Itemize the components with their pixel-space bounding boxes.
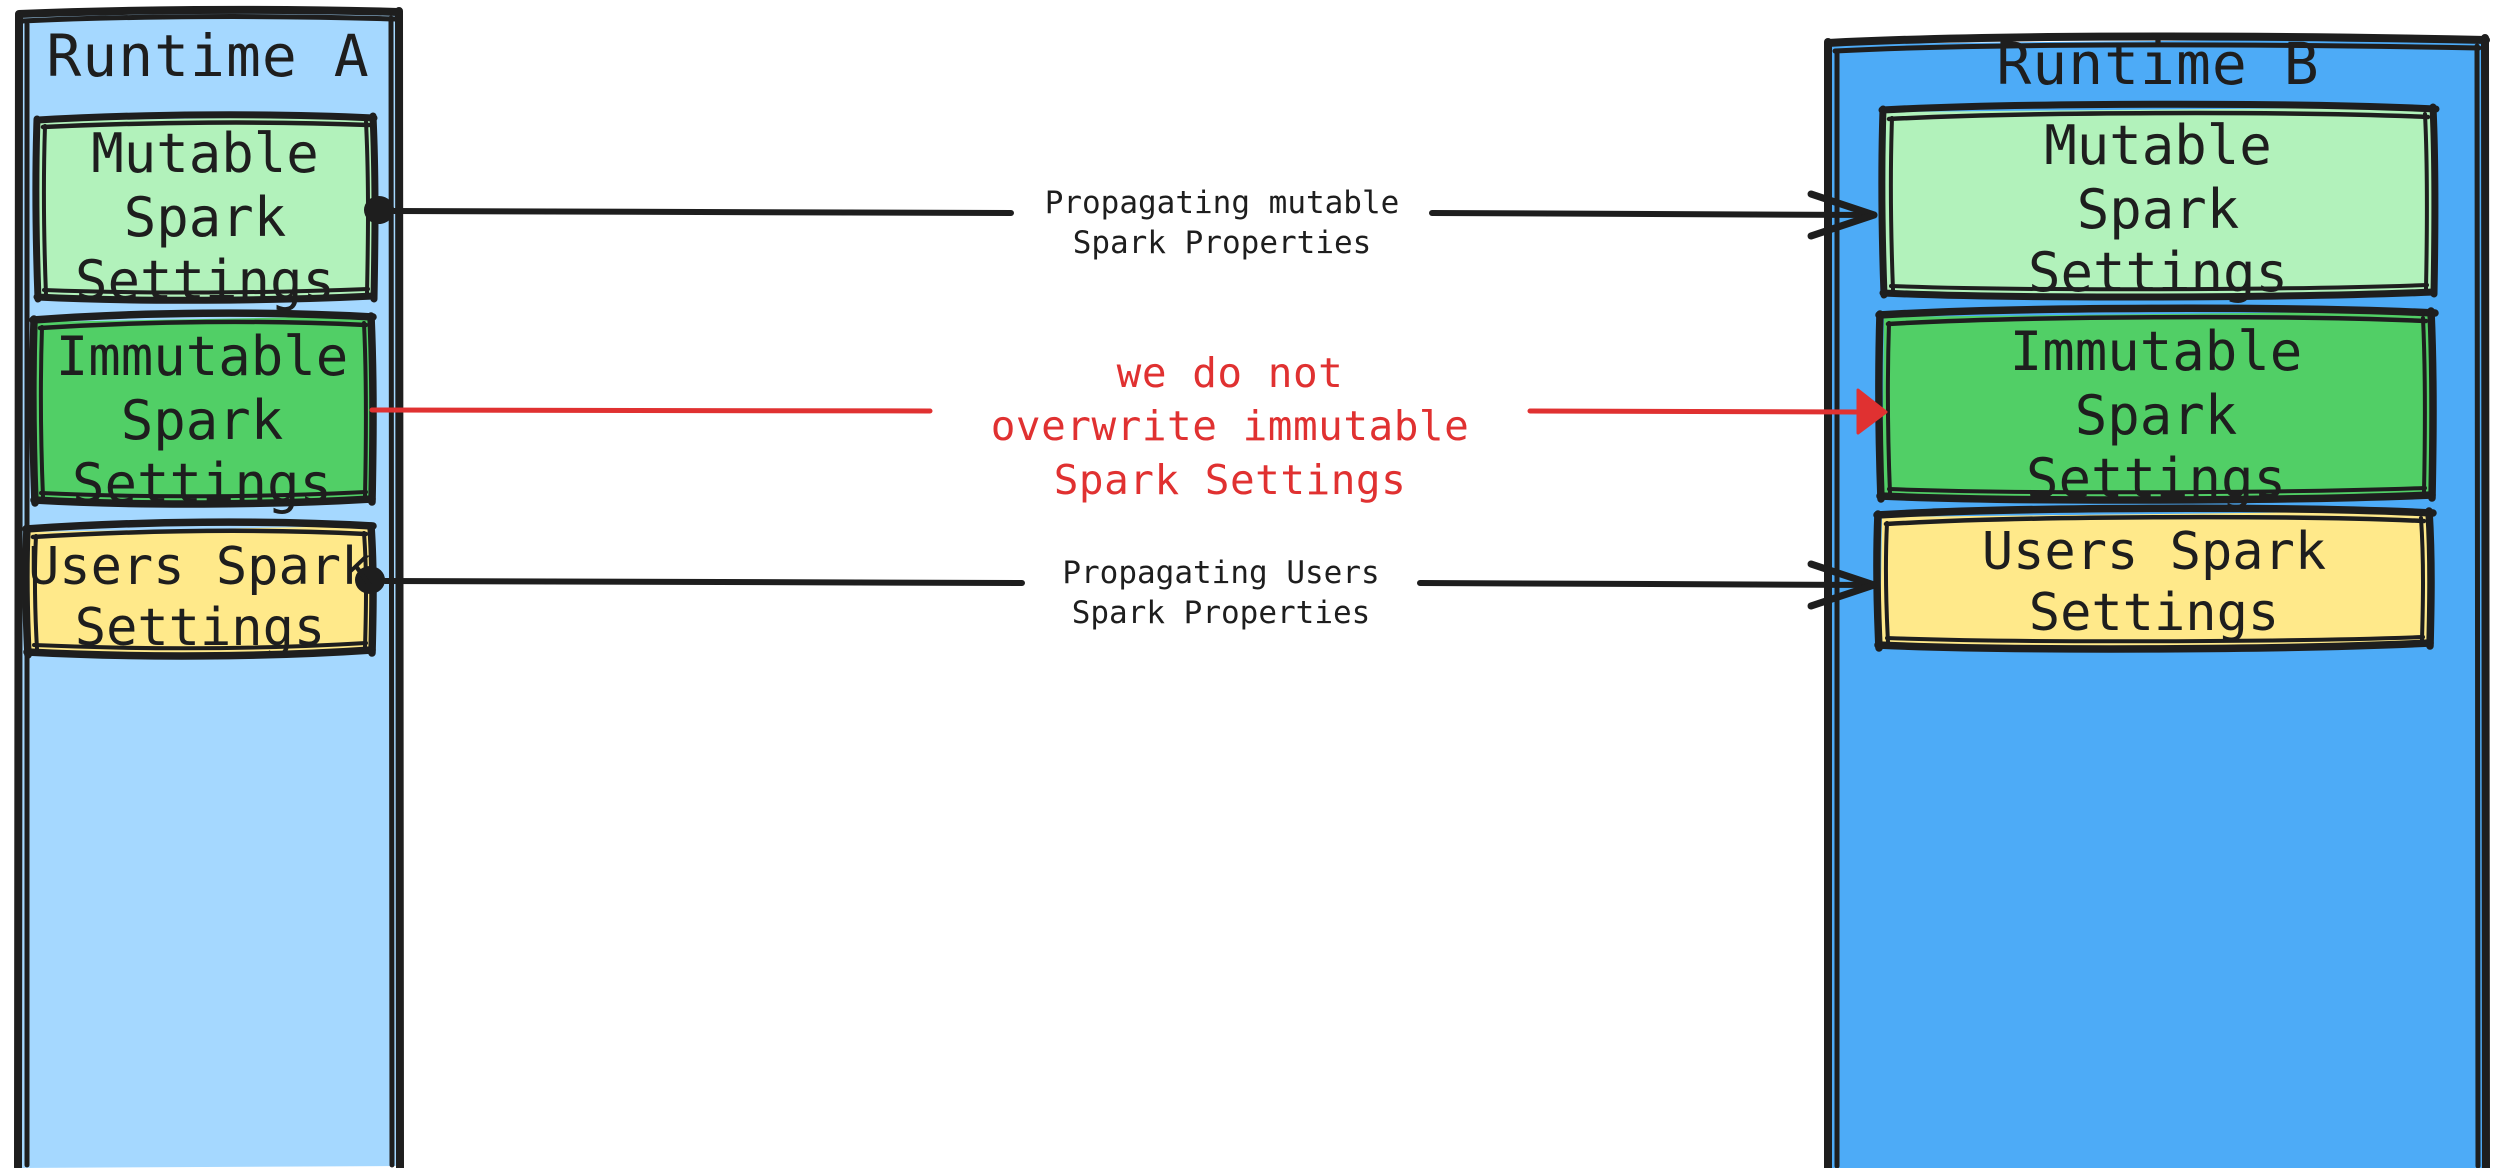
runtime-a-immutable-box[interactable] bbox=[29, 309, 377, 508]
connector-mutable-propagation[interactable] bbox=[364, 190, 1878, 240]
runtime-a-users-box[interactable] bbox=[22, 518, 377, 660]
runtime-b-immutable-box[interactable] bbox=[1875, 304, 2439, 504]
connector-users-propagation[interactable] bbox=[355, 560, 1878, 610]
runtime-a-mutable-box[interactable] bbox=[32, 111, 379, 304]
runtime-b-users-box[interactable] bbox=[1873, 504, 2437, 653]
runtime-b-mutable-box[interactable] bbox=[1878, 100, 2440, 301]
connector-immutable-no-overwrite[interactable] bbox=[369, 388, 1888, 435]
